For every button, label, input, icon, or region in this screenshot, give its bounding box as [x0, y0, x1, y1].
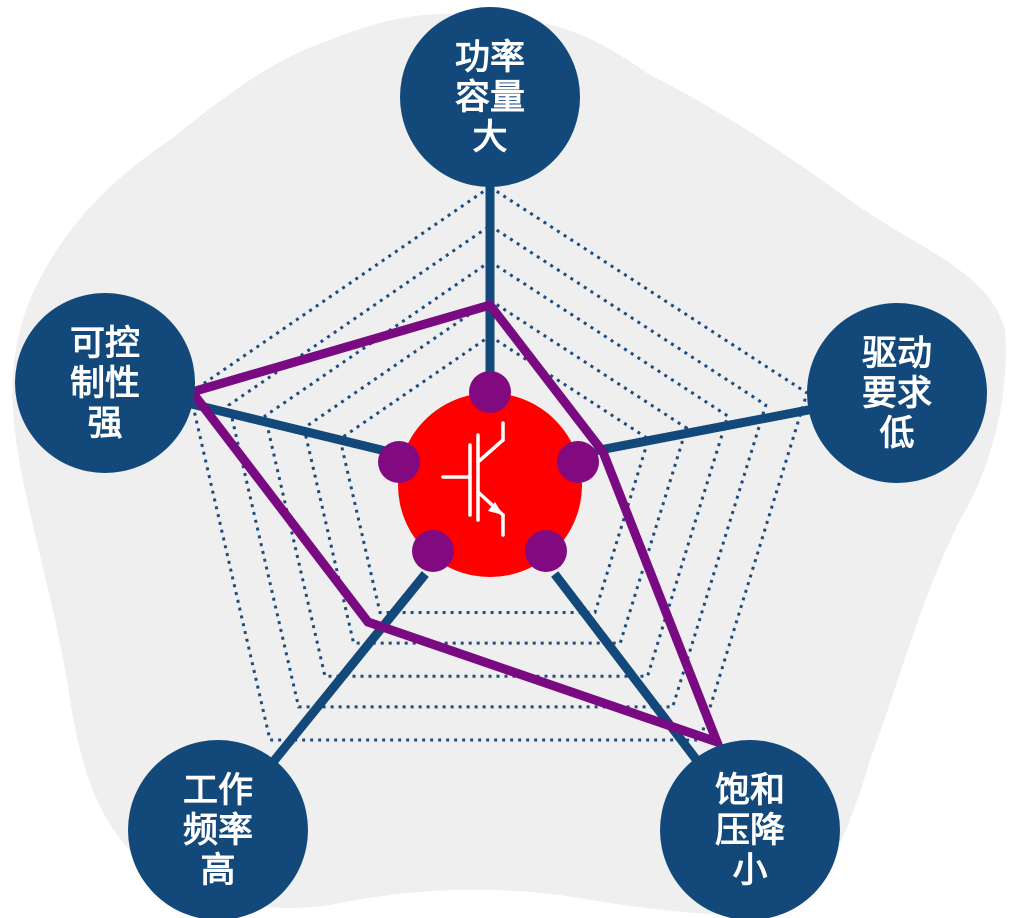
grid-ring-2: [302, 298, 689, 645]
grid-ring-4: [227, 223, 768, 709]
axis-label-text-drive-2: 要求: [862, 374, 932, 414]
axis-label-text-power-3: 大: [472, 118, 507, 158]
axis-label-text-frequency-3: 高: [200, 851, 235, 891]
axis-label-circle-frequency: [128, 740, 308, 918]
axis-label-text-power-2: 容量: [455, 78, 525, 118]
axis-line-frequency: [269, 571, 429, 765]
inner-node-dots: [378, 371, 599, 572]
characteristic-profile-polygon: [184, 299, 725, 750]
axis-label-text-saturation-1: 饱和: [715, 771, 785, 811]
axis-label-circle-control: [15, 293, 195, 473]
center-igbt-circle: [398, 393, 582, 577]
axis-label-circle-drive: [807, 303, 987, 483]
node-dot-frequency: [412, 530, 454, 572]
axis-label-text-control-2: 制性: [70, 364, 140, 404]
node-dot-power: [469, 371, 511, 413]
grid-ring-1: [338, 334, 651, 614]
igbt-transistor-symbol-icon: [441, 421, 505, 537]
node-dot-saturation: [525, 530, 567, 572]
axis-label-text-frequency-2: 频率: [183, 811, 253, 851]
axis-label-circle-power: [400, 7, 580, 187]
axis-label-text-drive-3: 低: [879, 414, 914, 454]
axis-label-text-drive-1: 驱动: [862, 334, 932, 374]
axis-line-drive: [593, 405, 812, 456]
radar-grid: [188, 185, 809, 742]
node-dot-drive: [557, 441, 599, 483]
axis-label-text-saturation-3: 小: [732, 851, 767, 891]
axis-line-control: [189, 399, 387, 456]
axis-label-text-saturation-2: 压降: [715, 811, 785, 851]
axis-label-circle-saturation: [660, 740, 840, 918]
axis-label-text-power-1: 功率: [455, 38, 525, 78]
axis-label-text-control-3: 强: [87, 404, 122, 444]
axis-label-text-control-1: 可控: [70, 324, 140, 364]
axis-label-text-frequency-1: 工作: [183, 771, 253, 811]
node-dot-control: [378, 441, 420, 483]
